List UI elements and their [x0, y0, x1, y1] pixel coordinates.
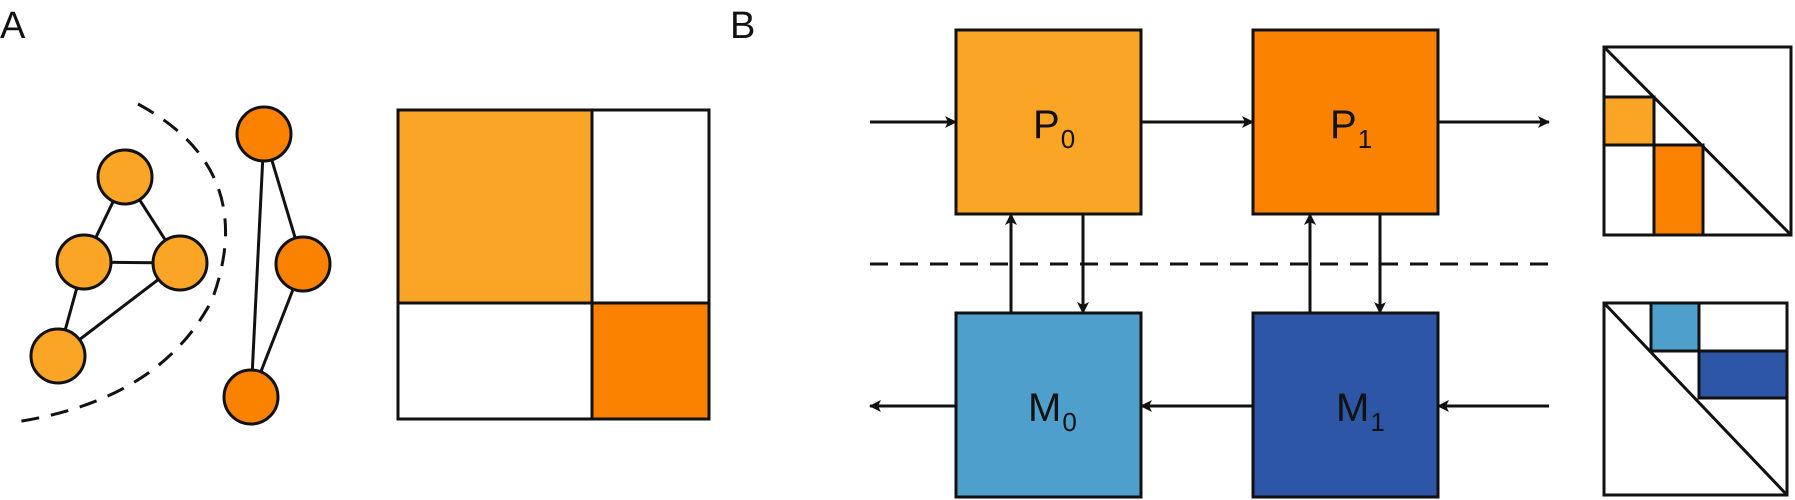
box-m1-label: M1 [1336, 386, 1385, 437]
upper-matrix-diagonal [1602, 45, 1793, 237]
graph-edge [249, 133, 266, 398]
upper-triangle-matrix [1602, 45, 1793, 237]
box-p0: P0 [954, 28, 1143, 216]
lower-triangle-matrix [1602, 301, 1789, 497]
graph-node-dark [222, 368, 280, 426]
graph-node-dark [235, 105, 293, 163]
box-m0: M0 [954, 311, 1143, 499]
panel-label-b: B [730, 5, 755, 47]
box-m1: M1 [1251, 311, 1440, 499]
box-p1-rect [1251, 28, 1440, 216]
lower-matrix-diagonal [1602, 301, 1789, 497]
box-p1-label: P1 [1330, 103, 1372, 154]
matrix-block-light [396, 108, 594, 305]
graph-node-dark [274, 235, 332, 293]
upper-matrix-block-light [1602, 95, 1656, 147]
graph-node-light [151, 234, 209, 292]
graph-node-light [29, 327, 87, 385]
graph-node-light [96, 148, 154, 206]
box-m0-rect [954, 311, 1143, 499]
upper-matrix-block-dark [1652, 143, 1705, 237]
upper-matrix-outline [1602, 45, 1793, 237]
matrix-block-dark [590, 301, 711, 421]
box-m1-rect [1251, 311, 1440, 499]
cluster-boundary-dashed-arc [15, 102, 227, 424]
lower-matrix-block-dark [1697, 349, 1789, 400]
matrix-outline [396, 108, 711, 421]
lower-matrix-block-light [1649, 301, 1701, 353]
box-p0-rect [954, 28, 1143, 216]
graph-node-light [55, 233, 113, 291]
panel-label-a: A [0, 5, 26, 47]
graph-nodes [29, 105, 332, 426]
box-m0-label: M0 [1028, 386, 1077, 437]
box-p0-label: P0 [1033, 103, 1075, 154]
block-matrix [396, 108, 711, 421]
box-p1: P1 [1251, 28, 1440, 216]
